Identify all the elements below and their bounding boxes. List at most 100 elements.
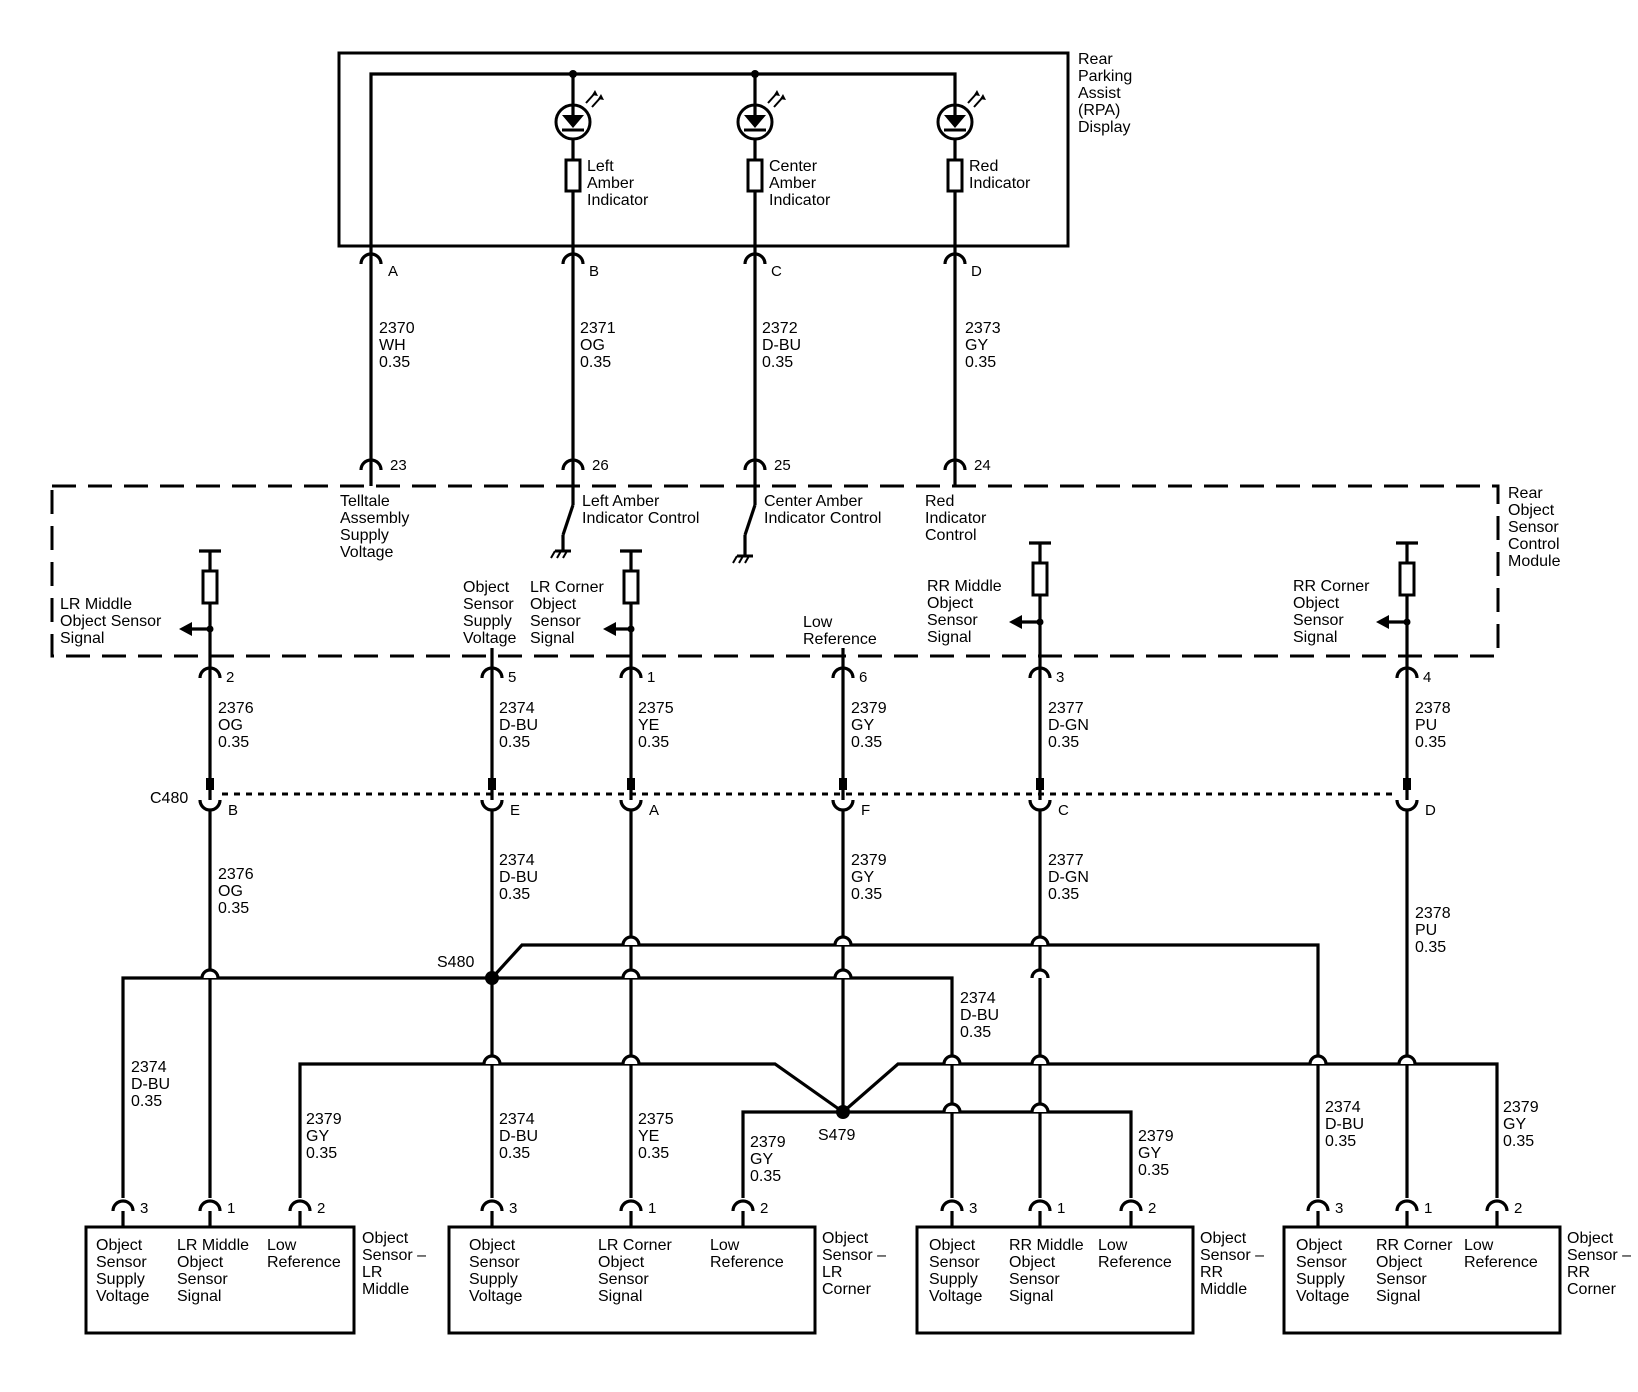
module-pin-6: 6 <box>859 669 867 686</box>
c480-pin-b: B <box>228 802 238 819</box>
wire-label-2374-upper: 2374 D-BU 0.35 <box>499 700 543 751</box>
splice-s479-label: S479 <box>818 1127 855 1144</box>
wire-label-2373: 2373 GY 0.35 <box>965 320 1005 371</box>
module-cup-1-icon <box>619 666 643 679</box>
c480-pin-e: E <box>510 802 520 819</box>
lowref-bus-rrc <box>841 1062 1499 1198</box>
display-pin-b: B <box>589 263 599 280</box>
connector-cup-b-icon <box>561 252 585 265</box>
switch-left-amber-icon <box>550 486 575 559</box>
sensor-lr-middle-label-supply: Object Sensor Supply Voltage <box>96 1237 151 1305</box>
display-wires: A B C D 2370 WH 0.35 2371 OG 0.35 2372 D… <box>359 246 1005 486</box>
sensor-rr-corner-label-low: Low Reference <box>1464 1237 1538 1271</box>
sensor-rr-middle-box <box>915 1225 1195 1335</box>
module-pin-26: 26 <box>592 457 609 474</box>
wire-label-2377-lower: 2377 D-GN 0.35 <box>1048 852 1093 903</box>
splice-s480-icon <box>485 971 499 985</box>
module-label-rr-middle: RR Middle Object Sensor Signal <box>927 578 1006 646</box>
led-center-amber-icon <box>736 90 786 141</box>
sensor-rr-middle-label-supply: Object Sensor Supply Voltage <box>929 1237 984 1305</box>
module-pin-23: 23 <box>390 457 407 474</box>
module-harness: 2 5 1 6 3 4 2376 OG 0.35 2374 D-BU 0.35 … <box>198 656 1451 800</box>
module-label-rr-corner: RR Corner Object Sensor Signal <box>1293 578 1374 646</box>
pullup-lr-corner-icon <box>603 549 642 656</box>
connector-cup-25-icon <box>743 458 767 471</box>
module-pin-2: 2 <box>226 669 234 686</box>
connector-c480: C480 B E A F C D <box>150 778 1436 819</box>
module-cup-2-icon <box>198 666 222 679</box>
sensor-rr-corner-name: Object Sensor – RR Corner <box>1567 1230 1636 1298</box>
sensor-rr-middle-pin-3: 3 <box>969 1200 977 1217</box>
c480-pin-d: D <box>1425 802 1436 819</box>
module-label-low-ref: Low Reference <box>803 614 877 648</box>
lamp-label-red: Red Indicator <box>969 158 1031 192</box>
resistor-center-amber-icon <box>746 158 764 193</box>
wire-label-2372: 2372 D-BU 0.35 <box>762 320 806 371</box>
connector-cup-23-icon <box>359 458 383 471</box>
wire-label-2375-upper: 2375 YE 0.35 <box>638 700 678 751</box>
sensor-lr-middle-cups-icon <box>111 1199 312 1212</box>
sensor-rr-corner: 3 1 2 Object Sensor Supply Voltage RR Co… <box>1282 1199 1636 1335</box>
sensor-lr-middle-pin-1: 1 <box>227 1200 235 1217</box>
rpa-display-bus <box>369 72 957 246</box>
c480-pin-c: C <box>1058 802 1069 819</box>
sensor-rr-corner-pin-1: 1 <box>1424 1200 1432 1217</box>
connector-cup-d-icon <box>943 252 967 265</box>
wire-label-2371: 2371 OG 0.35 <box>580 320 620 371</box>
rpa-display-title: Rear Parking Assist (RPA) Display <box>1078 51 1137 136</box>
pullup-rr-corner-icon <box>1376 541 1418 656</box>
wire-label-2379-lower: 2379 GY 0.35 <box>851 852 891 903</box>
sensor-lr-middle-pin-2: 2 <box>317 1200 325 1217</box>
sensor-rr-corner-pin-3: 3 <box>1335 1200 1343 1217</box>
c480-pin-f: F <box>861 802 870 819</box>
lowref-bus-lrc <box>741 1110 843 1198</box>
sensor-lr-middle-label-low: Low Reference <box>267 1237 341 1271</box>
wire-label-2376-lower: 2376 OG 0.35 <box>218 866 258 917</box>
wire-label-2370: 2370 WH 0.35 <box>379 320 419 371</box>
display-pin-a: A <box>388 263 398 280</box>
module-cup-3-icon <box>1028 666 1052 679</box>
sensor-lr-corner-name: Object Sensor – LR Corner <box>822 1230 891 1298</box>
c480-name: C480 <box>150 790 188 807</box>
module-cup-5-icon <box>480 666 504 679</box>
sensor-rr-middle-label-signal: RR Middle Object Sensor Signal <box>1009 1237 1088 1305</box>
lowref-bus-rrm <box>843 1110 1133 1198</box>
lamp-label-center-amber: Center Amber Indicator <box>769 158 831 209</box>
module-pin-3: 3 <box>1056 669 1064 686</box>
sensor-lr-corner-label-signal: LR Corner Object Sensor Signal <box>598 1237 676 1305</box>
sensor-lr-corner-label-supply: Object Sensor Supply Voltage <box>469 1237 524 1305</box>
wire-label-2377-upper: 2377 D-GN 0.35 <box>1048 700 1093 751</box>
display-pin-c: C <box>771 263 782 280</box>
module-label-lr-corner: LR Corner Object Sensor Signal <box>530 579 608 647</box>
switch-center-amber-icon <box>732 486 757 564</box>
c480-terminals-icon <box>198 778 1419 812</box>
wire-label-lrc-signal: 2375 YE 0.35 <box>638 1111 678 1162</box>
wire-crossover-icons <box>200 935 1417 1113</box>
sensor-lr-corner-pin-3: 3 <box>509 1200 517 1217</box>
resistor-left-amber-icon <box>564 158 582 193</box>
display-pin-d: D <box>971 263 982 280</box>
module-cup-4-icon <box>1395 666 1419 679</box>
splice-s480-label: S480 <box>437 954 474 971</box>
sensor-rr-middle: 3 1 2 Object Sensor Supply Voltage RR Mi… <box>915 1199 1269 1335</box>
sensor-rr-corner-cups-icon <box>1306 1199 1509 1212</box>
connector-cup-c-icon <box>743 252 767 265</box>
connector-cup-26-icon <box>561 458 585 471</box>
sensor-lr-corner-cups-icon <box>480 1199 755 1212</box>
wire-label-lrm-supply: 2374 D-BU 0.35 <box>131 1059 175 1110</box>
module-label-center-amber: Center Amber Indicator Control <box>764 493 881 527</box>
wire-label-rrm-low: 2379 GY 0.35 <box>1138 1128 1178 1179</box>
sensor-lr-corner-pin-1: 1 <box>648 1200 656 1217</box>
control-module: Rear Object Sensor Control Module Tellta… <box>50 484 1561 658</box>
module-label-supply: Object Sensor Supply Voltage <box>463 579 518 647</box>
sensor-rr-middle-pin-2: 2 <box>1148 1200 1156 1217</box>
sensor-rr-middle-cups-icon <box>940 1199 1143 1212</box>
sensor-lr-middle-box <box>84 1225 356 1335</box>
supply-bus-rrm <box>492 976 954 1198</box>
lamp-label-left-amber: Left Amber Indicator <box>587 158 649 209</box>
sensor-rr-middle-name: Object Sensor – RR Middle <box>1200 1230 1269 1298</box>
module-label-left-amber: Left Amber Indicator Control <box>582 493 699 527</box>
rpa-display: Rear Parking Assist (RPA) Display Left A… <box>337 51 1137 248</box>
module-pin-5: 5 <box>508 669 516 686</box>
